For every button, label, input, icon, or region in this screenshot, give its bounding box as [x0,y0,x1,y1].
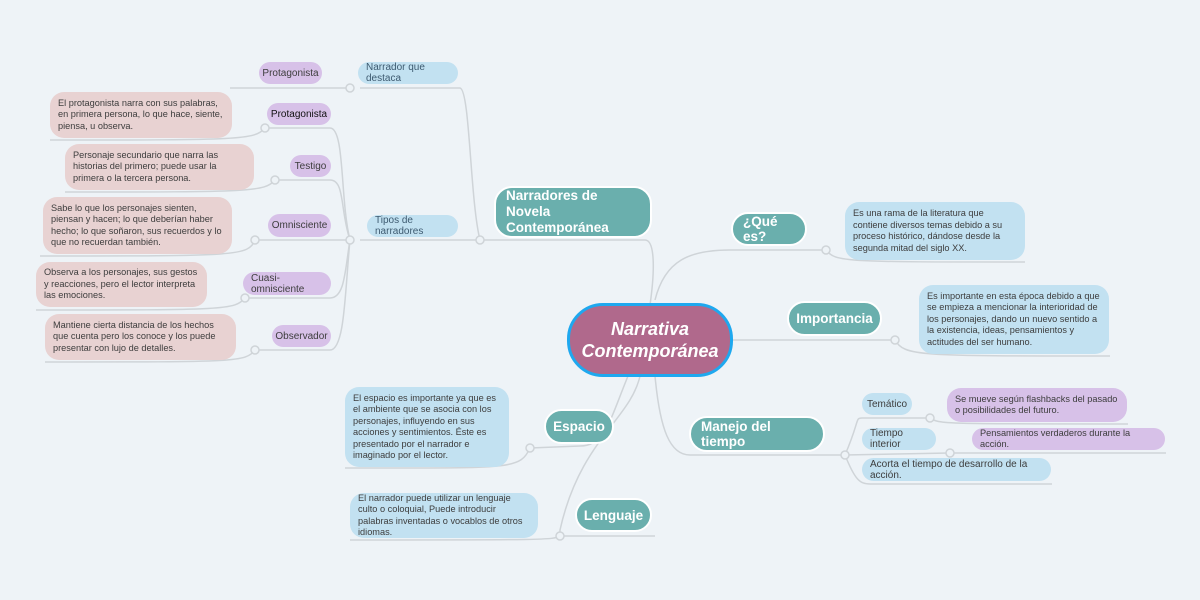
topic-espacio[interactable]: Espacio [544,409,614,444]
note-tematico[interactable]: Se mueve según flashbacks del pasado o p… [947,388,1127,422]
type-protagonista[interactable]: Protagonista [267,103,331,125]
topic-lenguaje[interactable]: Lenguaje [575,498,652,532]
note-omnisciente[interactable]: Sabe lo que los personajes sienten, pien… [43,197,232,254]
subtopic-tipos-de-narradores[interactable]: Tipos de narradores [367,215,458,237]
central-topic[interactable]: Narrativa Contemporánea [567,303,733,377]
topic-narradores[interactable]: Narradores de Novela Contemporánea [494,186,652,238]
type-testigo[interactable]: Testigo [290,155,331,177]
note-tiempo-interior[interactable]: Pensamientos verdaderos durante la acció… [972,428,1165,450]
type-observador[interactable]: Observador [272,325,331,347]
subtopic-protagonista-destaca[interactable]: Protagonista [259,62,322,84]
topic-importancia[interactable]: Importancia [787,301,882,336]
note-que-es[interactable]: Es una rama de la literatura que contien… [845,202,1025,260]
note-cuasi-omnisciente[interactable]: Observa a los personajes, sus gestos y r… [36,262,207,307]
subtopic-narrador-que-destaca[interactable]: Narrador que destaca [358,62,458,84]
note-observador[interactable]: Mantiene cierta distancia de los hechos … [45,314,236,360]
note-lenguaje[interactable]: El narrador puede utilizar un lenguaje c… [350,493,538,538]
topic-que-es[interactable]: ¿Qué es? [731,212,807,246]
type-cuasi-omnisciente[interactable]: Cuasi-omnisciente [243,272,331,295]
note-espacio[interactable]: El espacio es importante ya que es el am… [345,387,509,467]
note-testigo[interactable]: Personaje secundario que narra las histo… [65,144,254,190]
note-protagonista[interactable]: El protagonista narra con sus palabras, … [50,92,232,138]
subtopic-tiempo-interior[interactable]: Tiempo interior [862,428,936,450]
note-importancia[interactable]: Es importante en esta época debido a que… [919,285,1109,354]
topic-manejo-del-tiempo[interactable]: Manejo del tiempo [689,416,825,452]
subtopic-acorta-tiempo[interactable]: Acorta el tiempo de desarrollo de la acc… [862,458,1051,481]
subtopic-tematico[interactable]: Temático [862,393,912,415]
type-omnisciente[interactable]: Omnisciente [268,214,331,237]
